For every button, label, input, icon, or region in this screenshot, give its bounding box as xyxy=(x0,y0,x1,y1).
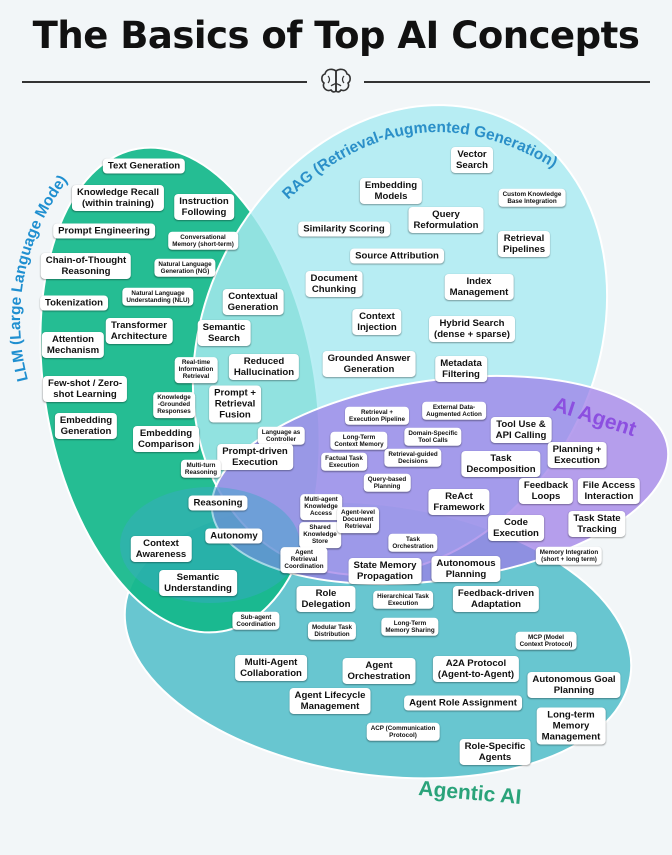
concept-tag: ACP (Communication Protocol) xyxy=(366,722,440,742)
concept-tag: Task State Tracking xyxy=(568,510,626,538)
concept-tag: Conversational Memory (short-term) xyxy=(168,231,238,251)
concept-tag: Index Management xyxy=(444,273,514,301)
brain-icon xyxy=(321,68,351,93)
concept-tag: Memory Integration (short + long term) xyxy=(535,546,603,566)
concept-tag: Language as Controller xyxy=(257,426,305,446)
concept-tag: Factual Task Execution xyxy=(321,452,367,472)
concept-tag: Context Awareness xyxy=(130,535,192,563)
concept-tag: State Memory Propagation xyxy=(348,557,422,585)
concept-tag: Query-based Planning xyxy=(363,473,411,493)
concept-tag: Retrieval + Execution Pipeline xyxy=(345,406,409,426)
concept-tag: Grounded Answer Generation xyxy=(322,350,416,378)
concept-tag: Task Orchestration xyxy=(388,533,438,553)
concept-tag: MCP (Model Context Protocol) xyxy=(515,631,577,651)
concept-tag: Chain-of-Thought Reasoning xyxy=(40,252,132,280)
concept-tag: Autonomous Planning xyxy=(431,555,501,583)
concept-tag: Agent Role Assignment xyxy=(404,695,522,711)
concept-tag: Embedding Comparison xyxy=(133,425,199,453)
concept-tag: Context Injection xyxy=(352,308,402,336)
concept-tag: Sub-agent Coordination xyxy=(232,611,280,631)
concept-tag: Reduced Hallucination xyxy=(228,353,300,381)
concept-tag: Query Reformulation xyxy=(408,206,484,234)
concept-tag: Code Execution xyxy=(488,514,544,542)
concept-tag: Embedding Generation xyxy=(54,412,118,440)
concept-tag: Tokenization xyxy=(40,295,108,311)
concept-tag: Long-Term Memory Sharing xyxy=(381,617,439,637)
concept-tag: Hybrid Search (dense + sparse) xyxy=(429,315,515,343)
concept-tag: Real-time Information Retrieval xyxy=(174,357,218,383)
concept-tag: File Access Interaction xyxy=(577,477,641,505)
concept-tag: Agent Retrieval Coordination xyxy=(280,547,328,573)
concept-tag: Autonomous Goal Planning xyxy=(527,671,621,699)
concept-tag: Agent Orchestration xyxy=(342,657,416,685)
concept-tag: Long-Term Context Memory xyxy=(330,431,388,451)
concept-tag: Contextual Generation xyxy=(222,288,284,316)
concept-tag: Semantic Understanding xyxy=(159,569,237,597)
concept-tag: Knowledge -Grounded Responses xyxy=(153,392,195,418)
concept-tag: Natural Language Understanding (NLU) xyxy=(122,287,194,307)
concept-tag: Text Generation xyxy=(102,158,186,174)
concept-tag: Source Attribution xyxy=(350,248,444,264)
concept-tag: Role-Specific Agents xyxy=(459,738,531,766)
agentic-region-label: Agentic AI xyxy=(418,777,523,809)
concept-tag: Similarity Scoring xyxy=(298,221,390,237)
concept-tag: Multi-turn Reasoning xyxy=(180,459,222,479)
concept-tag: Hierarchical Task Execution xyxy=(373,590,433,610)
concept-tag: Instruction Following xyxy=(174,193,234,221)
concept-tag: Attention Mechanism xyxy=(41,331,105,359)
concept-tag: Knowledge Recall (within training) xyxy=(71,184,165,212)
concept-tag: Planning + Execution xyxy=(547,441,607,469)
concept-tag: Vector Search xyxy=(451,146,493,174)
concept-tag: Agent-level Document Retrieval xyxy=(337,507,379,533)
concept-tag: Task Decomposition xyxy=(461,450,541,478)
concept-tag: Multi-Agent Collaboration xyxy=(235,654,307,682)
concept-tag: A2A Protocol (Agent-to-Agent) xyxy=(432,655,520,683)
concept-tag: ReAct Framework xyxy=(428,488,490,516)
concept-tag: Feedback Loops xyxy=(518,477,574,505)
concept-tag: Role Delegation xyxy=(296,585,356,613)
concept-tag: Shared Knowledge Store xyxy=(299,522,341,548)
concept-tag: External Data- Augmented Action xyxy=(422,401,486,421)
concept-tag: Document Chunking xyxy=(305,270,363,298)
concept-tag: Feedback-driven Adaptation xyxy=(452,585,540,613)
concept-tag: Metadata Filtering xyxy=(435,355,487,383)
concept-tag: Prompt-driven Execution xyxy=(217,443,293,471)
concept-tag: Reasoning xyxy=(188,495,248,511)
concept-tag: Autonomy xyxy=(205,528,263,544)
concept-tag: Tool Use & API Calling xyxy=(490,416,552,444)
concept-tag: Domain-Specific Tool Calls xyxy=(404,427,462,447)
concept-tag: Prompt + Retrieval Fusion xyxy=(209,385,261,423)
concept-tag: Retrieval Pipelines xyxy=(497,230,551,258)
concept-tag: Multi-agent Knowledge Access xyxy=(300,494,342,520)
concept-tag: Modular Task Distribution xyxy=(307,621,357,641)
concept-tag: Retrieval-guided Decisions xyxy=(384,448,442,468)
concept-tag: Semantic Search xyxy=(197,319,251,347)
concept-tag: Agent Lifecycle Management xyxy=(289,687,371,715)
concept-tag: Prompt Engineering xyxy=(53,223,155,239)
title-divider-left xyxy=(22,81,307,83)
concept-tag: Embedding Models xyxy=(359,177,423,205)
concept-tag: Custom Knowledge Base Integration xyxy=(498,188,566,208)
title-divider-right xyxy=(364,81,650,83)
concept-tag: Long-term Memory Management xyxy=(536,707,606,745)
concept-tag: Transformer Architecture xyxy=(105,317,173,345)
concept-tag: Natural Language Generation (NG) xyxy=(154,258,216,278)
concept-tag: Few-shot / Zero- shot Learning xyxy=(42,375,128,403)
page-title: The Basics of Top AI Concepts xyxy=(32,14,640,57)
